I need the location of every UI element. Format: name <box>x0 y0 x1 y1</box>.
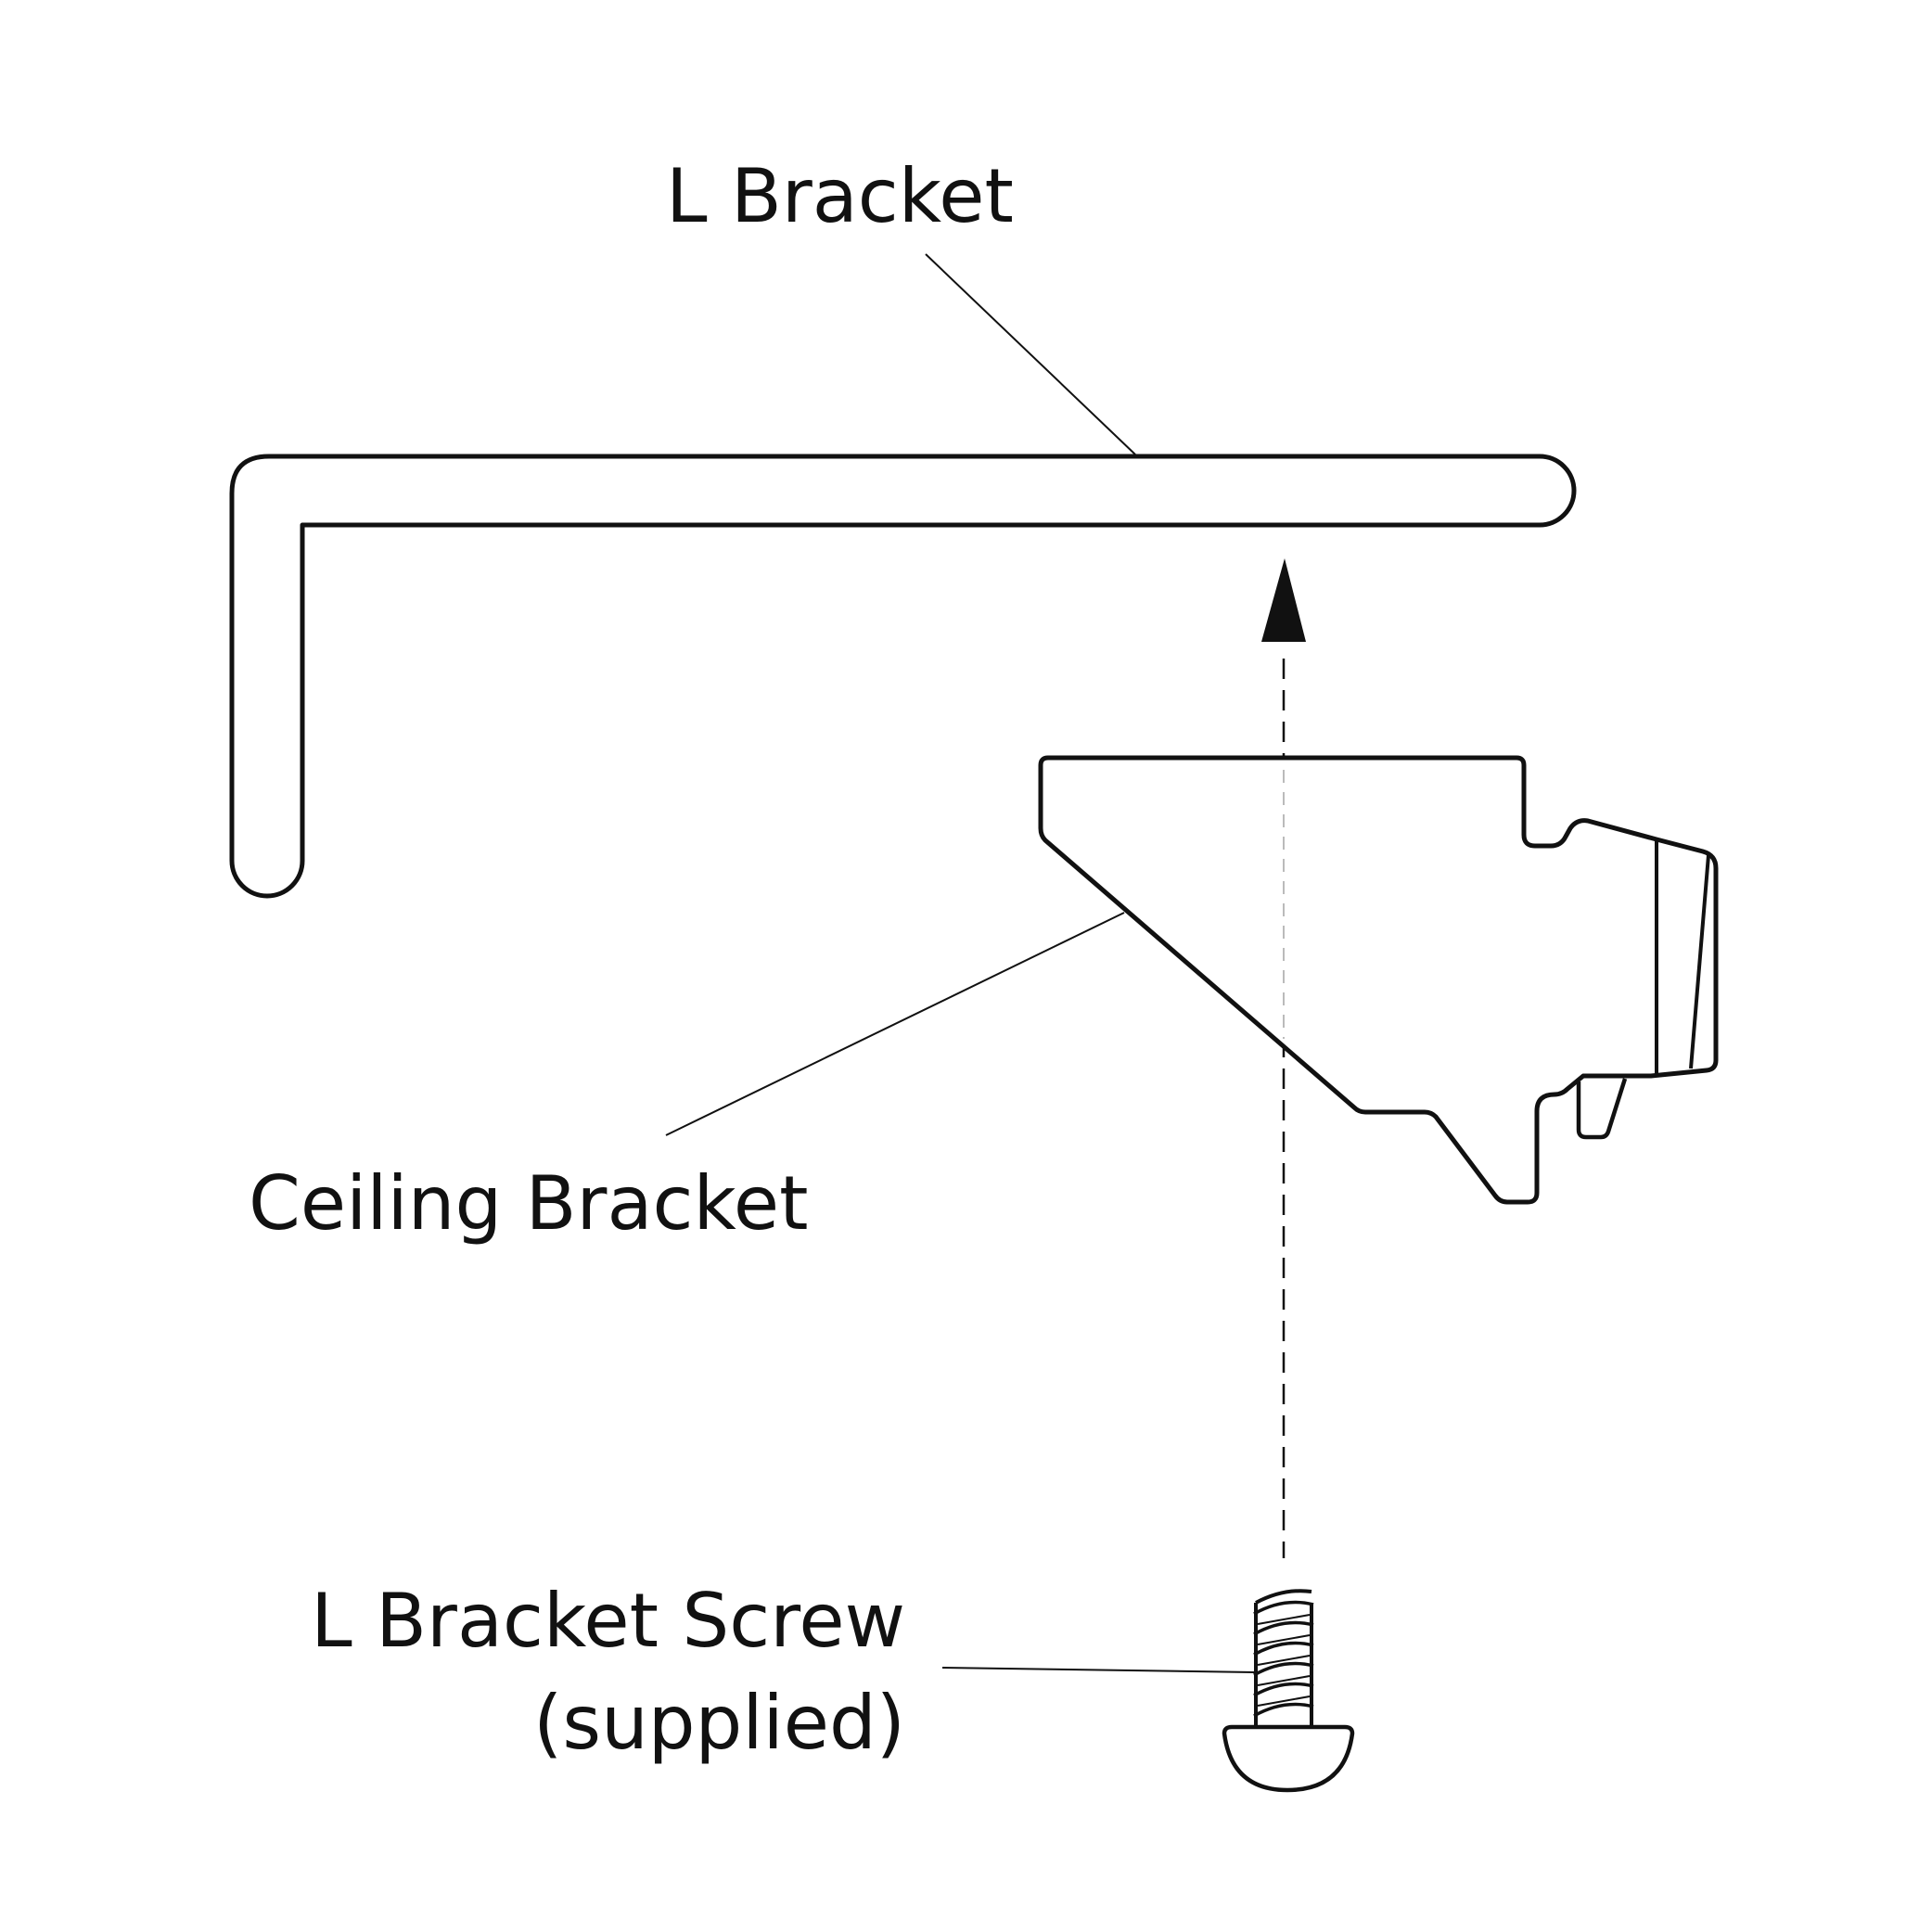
arrow-head-icon <box>1261 558 1306 642</box>
l-bracket-part <box>229 454 1577 899</box>
ceiling-bracket-label: Ceiling Bracket <box>249 1160 809 1247</box>
screw-label-line2: (supplied) <box>533 1680 905 1766</box>
screw-label-line1: L Bracket Screw <box>311 1578 905 1664</box>
l-bracket-leader <box>925 253 1136 455</box>
ceiling-bracket-part <box>1038 755 1719 1205</box>
screw-part <box>1222 1589 1355 1793</box>
screw-leader <box>941 1667 1255 1673</box>
ceiling-bracket-leader <box>665 912 1125 1136</box>
l-bracket-label: L Bracket <box>666 153 1014 239</box>
